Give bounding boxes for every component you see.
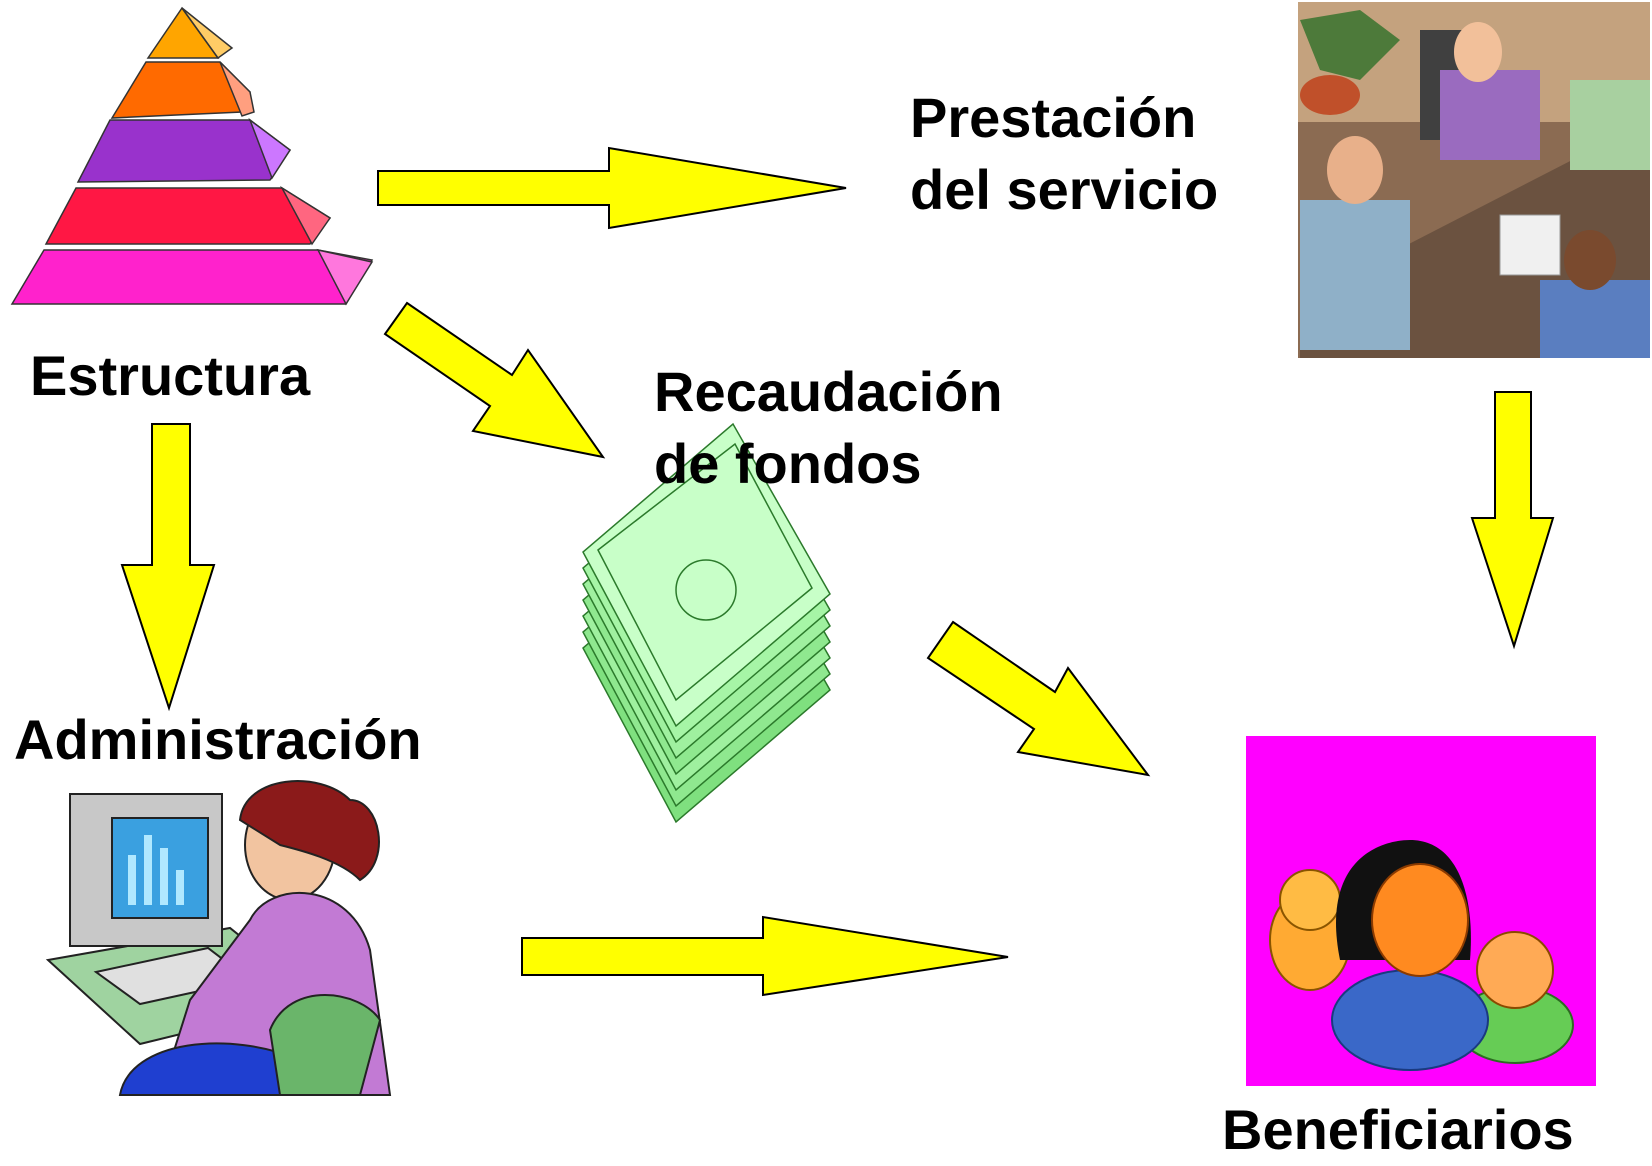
meeting-icon [1298, 2, 1650, 358]
recaudacion-label: Recaudación de fondos [654, 360, 1003, 495]
beneficiarios-label: Beneficiarios [1222, 1098, 1574, 1161]
arrows [120, 146, 1555, 997]
arrow-administracion-beneficiarios [521, 915, 1009, 997]
arrow-recaudacion-beneficiarios [926, 620, 1151, 777]
computer-user-icon [45, 780, 392, 1096]
estructura-label: Estructura [30, 344, 311, 407]
family-icon [1246, 736, 1596, 1086]
money-stack-icon [582, 422, 831, 824]
arrow-estructura-administracion [120, 423, 216, 712]
arrow-estructura-recaudacion [383, 301, 606, 459]
arrow-prestacion-beneficiarios [1470, 391, 1555, 650]
arrow-estructura-prestacion [377, 146, 847, 230]
administracion-label: Administración [14, 708, 422, 771]
pyramid-icon [10, 6, 374, 306]
prestacion-label: Prestación del servicio [910, 86, 1219, 221]
